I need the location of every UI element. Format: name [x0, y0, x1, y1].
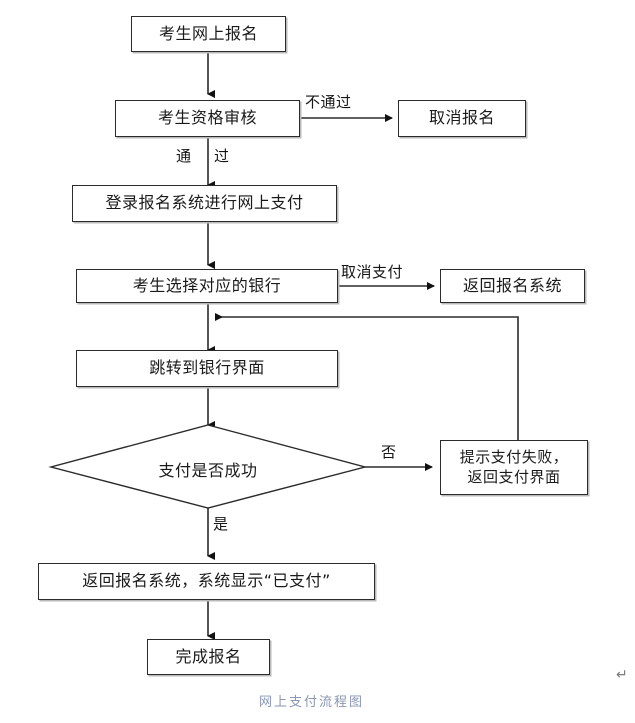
node-back-to-system-label: 返回报名系统	[462, 275, 562, 295]
node-payment-success-decision-label: 支付是否成功	[158, 461, 258, 480]
node-login-pay-system-label: 登录报名系统进行网上支付	[105, 193, 304, 213]
node-register-online-label: 考生网上报名	[158, 23, 258, 43]
node-register-online[interactable]: 考生网上报名	[131, 16, 286, 52]
node-payment-failed-notice-label: 提示支付失败， 返回支付界面	[459, 448, 569, 486]
node-cancel-registration-label: 取消报名	[428, 108, 495, 128]
edge-label-yes: 是	[213, 515, 229, 533]
node-select-bank[interactable]: 考生选择对应的银行	[76, 269, 338, 303]
node-login-pay-system[interactable]: 登录报名系统进行网上支付	[72, 185, 337, 222]
edge-label-passed-right: 过	[214, 147, 230, 165]
edge-label-passed-left: 通	[176, 147, 192, 165]
node-jump-to-bank[interactable]: 跳转到银行界面	[76, 350, 338, 387]
node-back-to-system[interactable]: 返回报名系统	[440, 269, 585, 303]
node-qualification-review-label: 考生资格审核	[157, 108, 257, 128]
node-payment-failed-notice[interactable]: 提示支付失败， 返回支付界面	[440, 440, 588, 495]
node-select-bank-label: 考生选择对应的银行	[132, 275, 282, 295]
node-jump-to-bank-label: 跳转到银行界面	[149, 358, 265, 378]
paragraph-return-mark: ↵	[616, 667, 628, 683]
figure-caption: 网上支付流程图	[259, 695, 365, 710]
edge-label-no: 否	[381, 443, 397, 461]
node-qualification-review[interactable]: 考生资格审核	[115, 100, 300, 137]
node-finish-registration-label: 完成报名	[175, 646, 242, 666]
edge-label-not-passed: 不通过	[305, 93, 352, 111]
node-back-system-paid[interactable]: 返回报名系统，系统显示“已支付”	[38, 563, 375, 600]
node-back-system-paid-label: 返回报名系统，系统显示“已支付”	[82, 571, 331, 591]
node-finish-registration[interactable]: 完成报名	[147, 639, 270, 675]
node-cancel-registration[interactable]: 取消报名	[398, 100, 526, 137]
edge-label-cancel-payment: 取消支付	[341, 263, 404, 281]
